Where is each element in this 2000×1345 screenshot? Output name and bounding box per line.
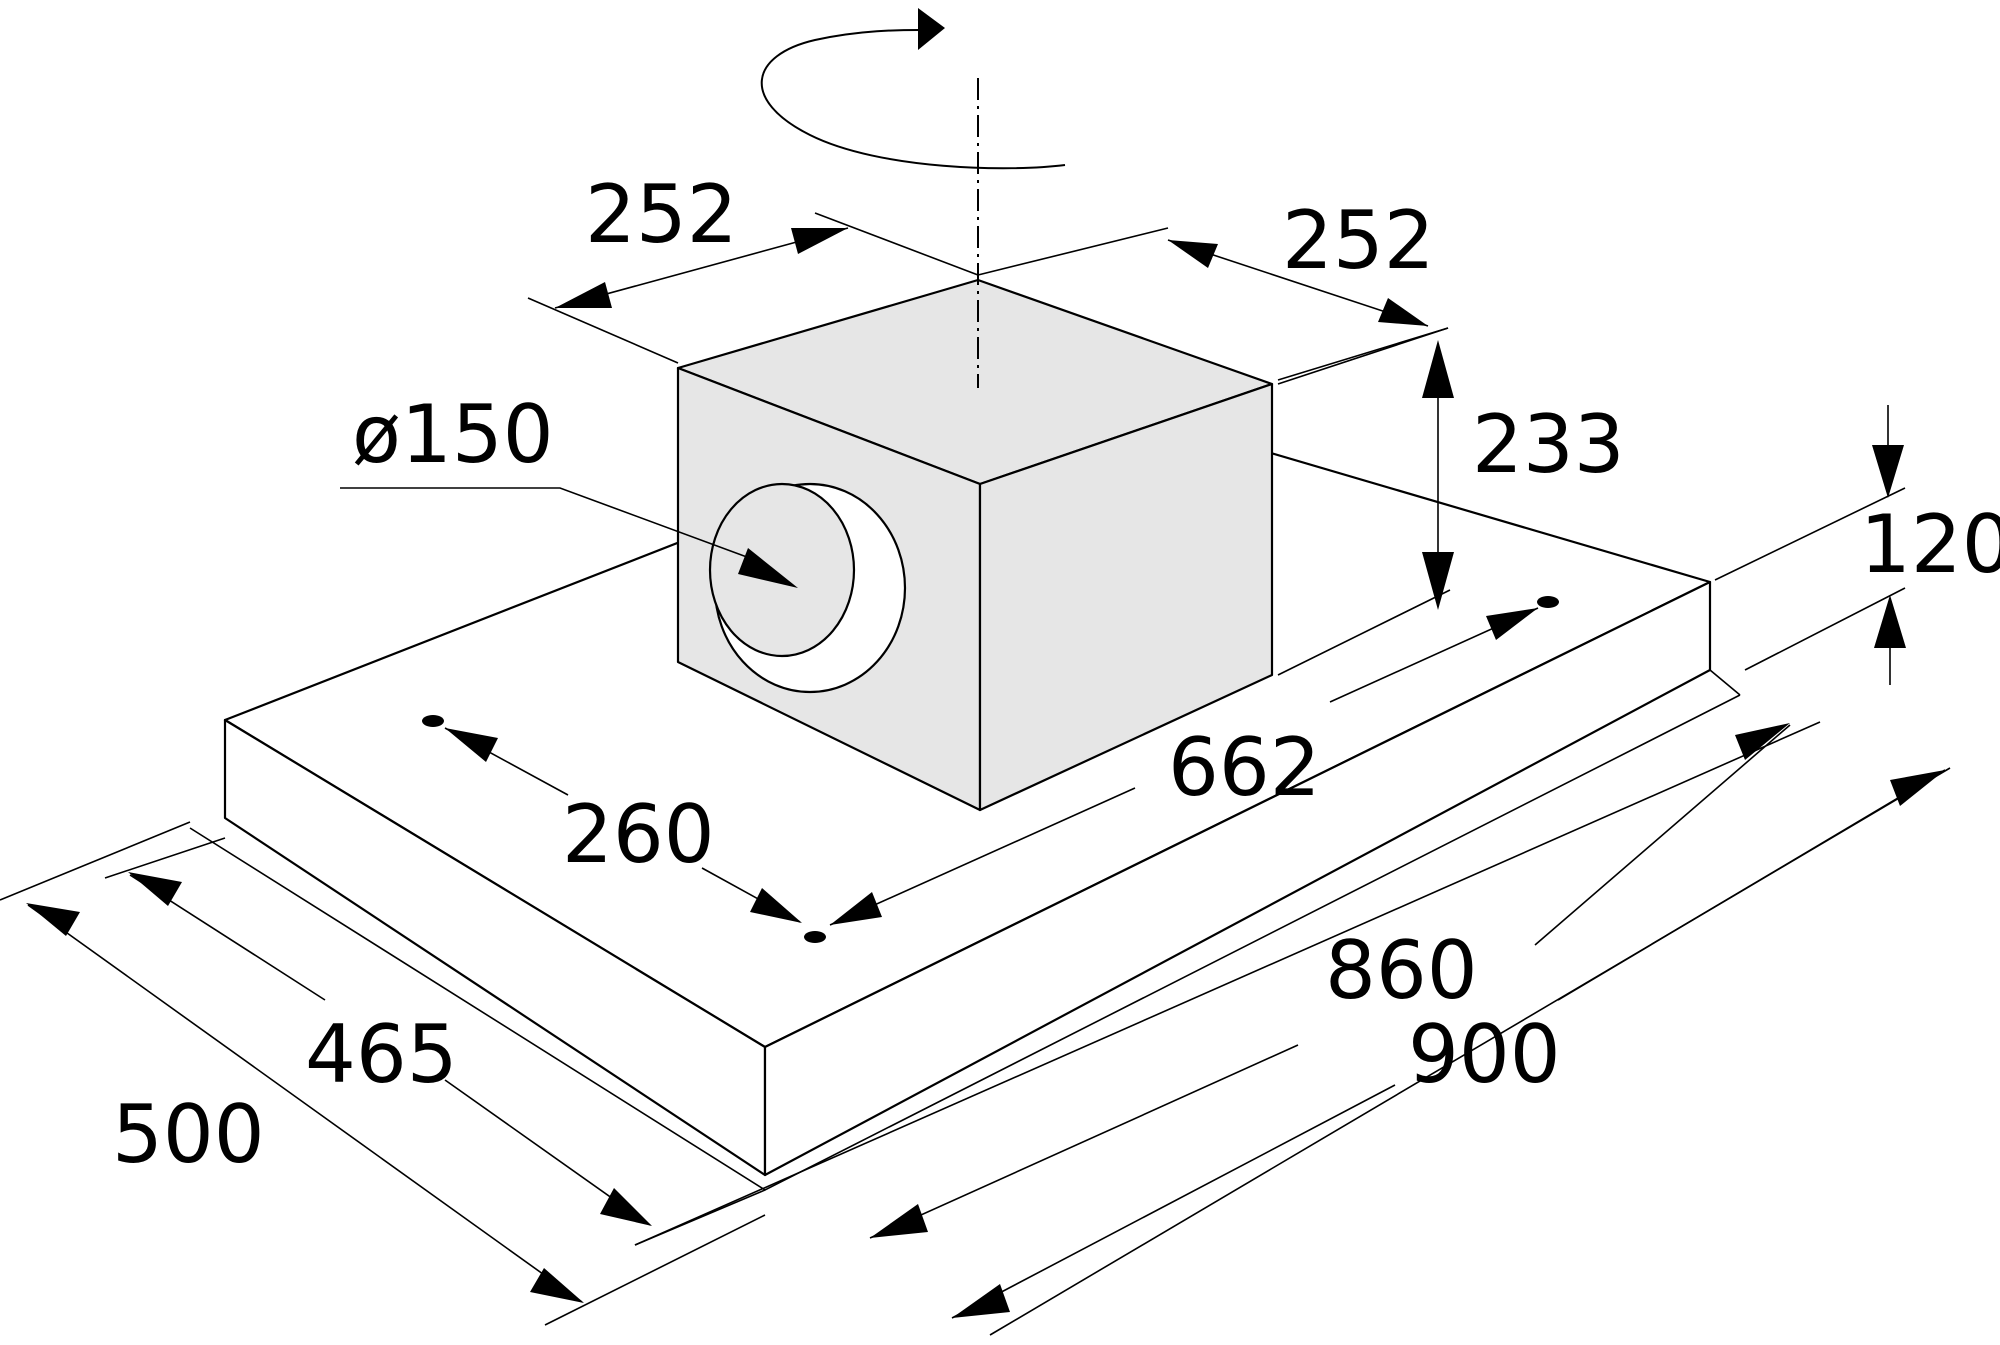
- label-inner-depth: 465: [305, 1008, 458, 1101]
- dim-duct-height: 233: [1277, 327, 1625, 676]
- label-duct-width-left: 252: [585, 168, 738, 261]
- label-duct-height: 233: [1472, 398, 1625, 491]
- dim-outer-width: 900: [951, 767, 1951, 1336]
- label-duct-diameter: ø150: [352, 388, 554, 481]
- duct-outlet-opening: [708, 482, 856, 658]
- mounting-hole-front: [804, 931, 826, 943]
- rotation-arrowhead: [918, 8, 945, 50]
- mounting-hole-right: [1537, 596, 1559, 608]
- label-duct-width-right: 252: [1282, 194, 1435, 287]
- dim-inner-width: 860: [634, 721, 1821, 1246]
- dim-duct-width-left: 252: [527, 168, 979, 364]
- mounting-holes: [422, 596, 1559, 943]
- duct-box: [676, 278, 1274, 812]
- label-outer-depth: 500: [112, 1088, 265, 1181]
- label-inner-width: 860: [1325, 924, 1478, 1017]
- dim-hole-spacing-width: 662: [829, 607, 1539, 926]
- dim-outer-depth: 500: [0, 821, 766, 1326]
- label-hole-spacing-width: 662: [1168, 721, 1321, 814]
- dim-duct-diameter: ø150: [340, 388, 798, 588]
- rotation-indicator: [760, 8, 1066, 388]
- dim-canopy-height: 120: [1714, 405, 2000, 685]
- duct-box-right: [978, 382, 1274, 812]
- dim-inner-depth: 465: [104, 837, 766, 1246]
- label-outer-width: 900: [1408, 1008, 1561, 1101]
- rotation-arc: [760, 29, 1066, 170]
- canopy-underside-step: [1709, 669, 1741, 696]
- label-hole-spacing-depth: 260: [562, 788, 715, 881]
- mounting-hole-back-left: [422, 715, 444, 727]
- dim-duct-width-right: 252: [977, 194, 1449, 381]
- dim-hole-spacing-depth: 260: [444, 727, 802, 923]
- label-canopy-height: 120: [1860, 498, 2000, 591]
